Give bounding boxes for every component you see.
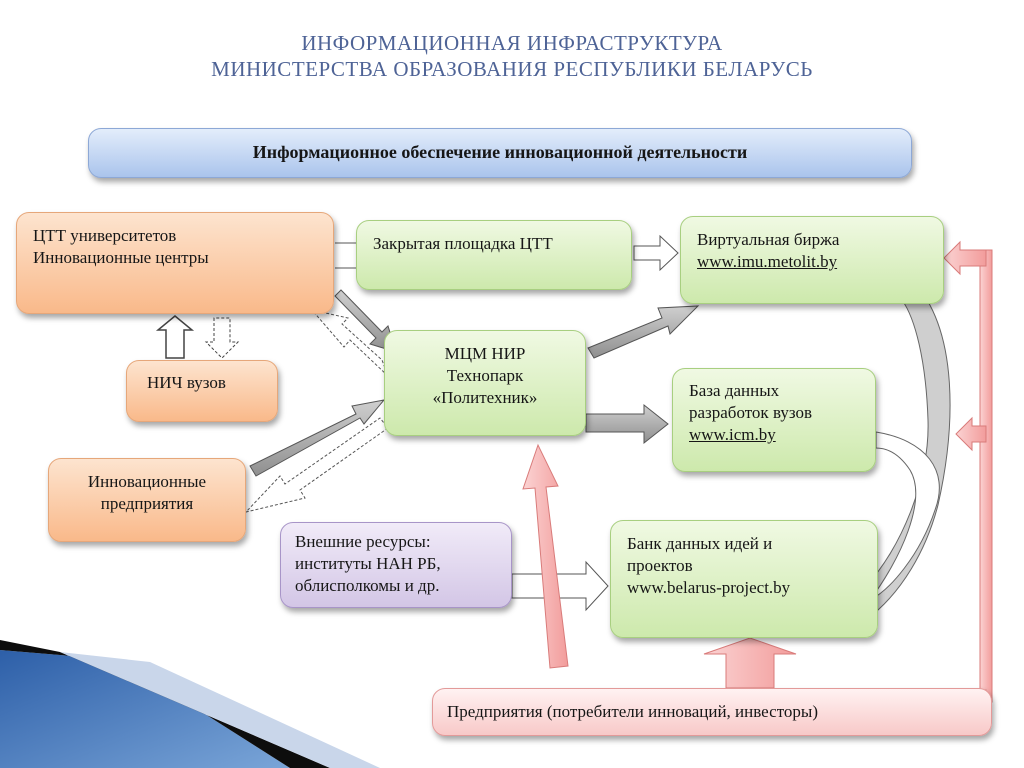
node-mcm: МЦМ НИР Технопарк «Политехник» xyxy=(384,330,586,436)
node-ctt: ЦТТ университетов Инновационные центры xyxy=(16,212,334,314)
node-nich-text: НИЧ вузов xyxy=(147,373,226,392)
node-enterprises-innov-line-1: Инновационные xyxy=(87,472,207,491)
arrow-mcm-to-exchange xyxy=(587,305,700,359)
node-nich: НИЧ вузов xyxy=(126,360,278,422)
virtual-exchange-link[interactable]: www.imu.metolit.by xyxy=(697,252,838,271)
curved-arrow-exchange-to-idea-bank xyxy=(865,279,951,611)
arrow-ctt-to-nich-dashed xyxy=(204,317,240,359)
node-idea-bank-line-2: проектов xyxy=(627,556,693,575)
node-database: База данных разработок вузов www.icm.by xyxy=(672,368,876,472)
arrow-consumers-to-idea-bank xyxy=(703,637,797,689)
node-external-line-2: институты НАН РБ, xyxy=(295,554,441,573)
arrow-mcm-to-ctt-dashed xyxy=(310,309,389,377)
arrow-consumers-feedback xyxy=(943,240,993,703)
node-consumers: Предприятия (потребители инноваций, инве… xyxy=(432,688,992,736)
node-idea-bank-line-1: Банк данных идей и xyxy=(627,534,773,553)
title-line-2: МИНИСТЕРСТВА ОБРАЗОВАНИЯ РЕСПУБЛИКИ БЕЛА… xyxy=(211,57,813,81)
node-external-line-1: Внешние ресурсы: xyxy=(295,532,431,551)
node-mcm-line-2: Технопарк xyxy=(446,366,524,385)
idea-bank-link[interactable]: www.belarus-project.by xyxy=(627,578,791,597)
node-closed-platform: Закрытая площадка ЦТТ xyxy=(356,220,632,290)
node-mcm-line-3: «Политехник» xyxy=(432,388,538,407)
arrow-consumers-to-mcm xyxy=(522,443,569,669)
header-banner-text: Информационное обеспечение инновационной… xyxy=(252,142,748,162)
node-database-line-1: База данных xyxy=(689,381,780,400)
node-external: Внешние ресурсы: институты НАН РБ, облис… xyxy=(280,522,512,608)
arrow-platform-to-exchange xyxy=(633,234,679,272)
node-consumers-text: Предприятия (потребители инноваций, инве… xyxy=(447,702,818,721)
arrow-nich-to-ctt xyxy=(155,315,195,359)
node-enterprises-innov-line-2: предприятия xyxy=(100,494,194,513)
node-enterprises-innov: Инновационные предприятия xyxy=(48,458,246,542)
database-link[interactable]: www.icm.by xyxy=(689,425,776,444)
node-external-line-3: облисполкомы и др. xyxy=(295,576,440,595)
node-idea-bank: Банк данных идей и проектов www.belarus-… xyxy=(610,520,878,638)
arrow-enterprises-to-mcm xyxy=(249,399,386,477)
node-ctt-line-2: Инновационные центры xyxy=(33,248,209,267)
node-ctt-line-1: ЦТТ университетов xyxy=(33,226,177,245)
arrow-mcm-to-database xyxy=(585,403,669,445)
node-database-line-2: разработок вузов xyxy=(689,403,813,422)
arrow-ctt-to-mcm xyxy=(334,289,397,353)
arrow-ctt-to-closed-platform xyxy=(335,242,356,269)
title-line-1: ИНФОРМАЦИОННАЯ ИНФРАСТРУКТУРА xyxy=(301,31,723,55)
node-virtual-exchange-line-1: Виртуальная биржа xyxy=(697,230,840,249)
arrow-mcm-to-enterprises-dashed xyxy=(244,417,389,513)
page-title: ИНФОРМАЦИОННАЯ ИНФРАСТРУКТУРА МИНИСТЕРСТ… xyxy=(0,30,1024,82)
arrow-external-to-idea-bank xyxy=(511,560,609,612)
node-closed-platform-text: Закрытая площадка ЦТТ xyxy=(373,234,553,253)
node-virtual-exchange: Виртуальная биржа www.imu.metolit.by xyxy=(680,216,944,304)
header-banner: Информационное обеспечение инновационной… xyxy=(88,128,912,178)
node-mcm-line-1: МЦМ НИР xyxy=(444,344,526,363)
